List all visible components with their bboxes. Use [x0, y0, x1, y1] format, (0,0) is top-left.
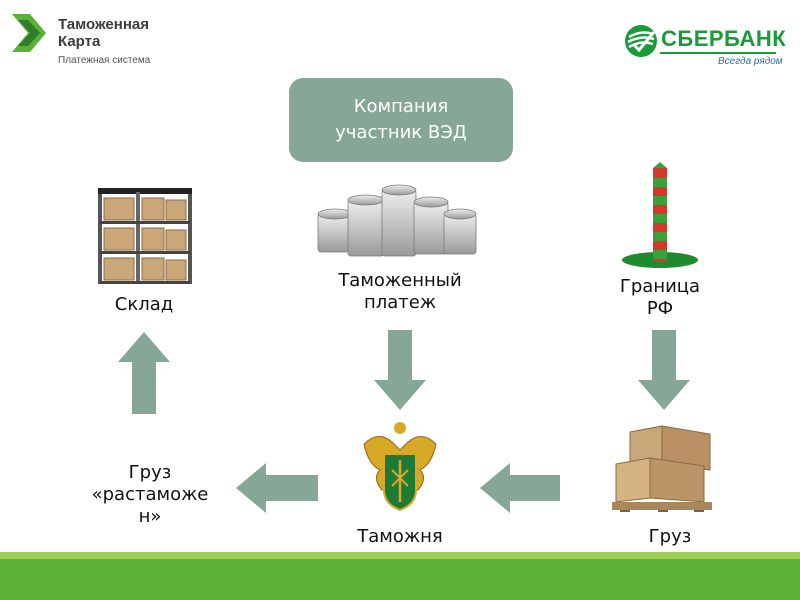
cleared-cargo-label: Груз «растаможе н»	[70, 462, 230, 528]
arrow-down-border-to-cargo	[638, 330, 690, 410]
cleared-cargo-line2: «растаможе	[91, 484, 209, 505]
brand-name-line1: Таможенная	[58, 16, 149, 33]
border-label: Граница РФ	[600, 276, 720, 320]
brand-subtitle: Платежная система	[58, 55, 151, 66]
arrow-down-payment-to-customs	[374, 330, 426, 410]
cleared-cargo-line1: Груз	[128, 462, 172, 483]
border-label-line1: Граница	[619, 276, 701, 297]
customs-emblem-icon	[363, 422, 437, 512]
arrow-left-customs-to-cleared	[236, 463, 318, 513]
payment-label-line2: платеж	[363, 292, 437, 313]
arrow-left-cargo-to-customs	[480, 463, 560, 513]
bank-name: СБЕРБАНК	[661, 26, 787, 51]
warehouse-label: Склад	[114, 294, 174, 315]
footer-stripe-light	[0, 552, 800, 559]
company-line1: Компания	[353, 96, 449, 117]
footer-bar	[0, 559, 800, 600]
coins-icon	[317, 184, 477, 257]
border-label-line2: РФ	[646, 298, 674, 319]
bank-underline	[660, 52, 776, 54]
arrow-up-to-warehouse	[118, 332, 170, 414]
payment-label: Таможенный платеж	[320, 270, 480, 314]
cleared-cargo-line3: н»	[138, 506, 162, 527]
bank-tagline: Всегда рядом	[718, 56, 783, 67]
cargo-label: Груз	[648, 526, 692, 547]
customs-card-logo-icon	[12, 14, 46, 52]
cargo-boxes-icon	[612, 425, 712, 512]
warehouse-shelf-icon	[98, 188, 192, 284]
payment-label-line1: Таможенный	[338, 270, 462, 291]
customs-label: Таможня	[357, 526, 443, 547]
border-post-icon	[622, 162, 698, 268]
brand-name: Таможенная Карта	[58, 16, 149, 50]
brand-name-line2: Карта	[58, 33, 101, 50]
sberbank-logo-icon	[625, 25, 657, 57]
company-line2: участник ВЭД	[335, 122, 467, 143]
company-box: Компания участник ВЭД	[289, 78, 513, 162]
